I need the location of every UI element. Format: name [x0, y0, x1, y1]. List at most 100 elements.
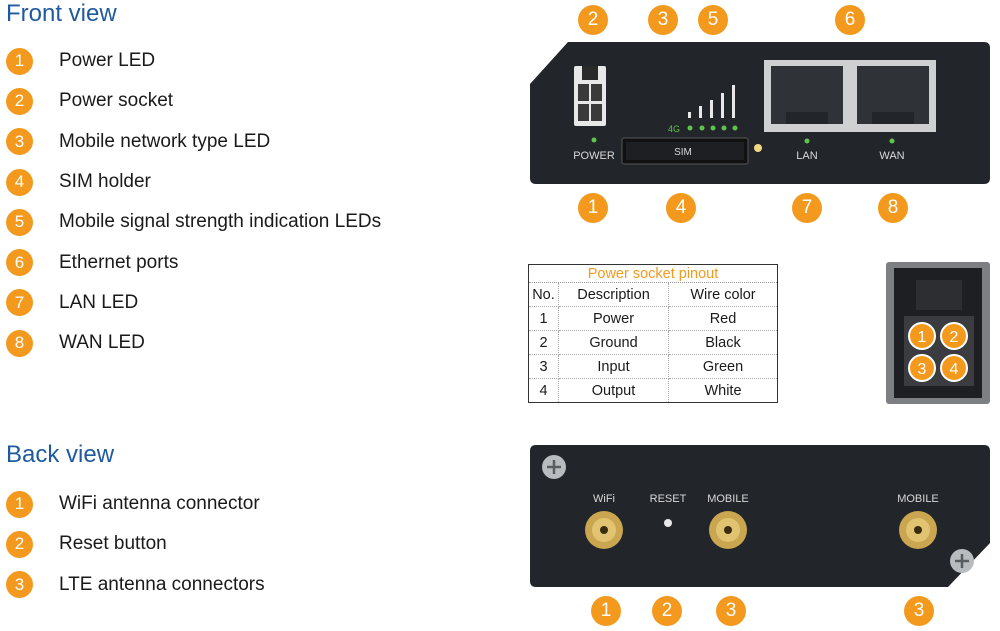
callout-wan-led: 8	[878, 193, 908, 223]
wifi-label: WiFi	[593, 493, 615, 505]
lan-label: LAN	[796, 150, 817, 162]
ethernet-port-lan	[764, 60, 850, 132]
col-header-no: No.	[528, 282, 559, 307]
table-row: 2 Ground Black	[528, 330, 778, 355]
number-badge: 5	[6, 208, 33, 236]
legend-item: 7 LAN LED	[6, 283, 381, 323]
socket-pin-1: 1	[908, 322, 936, 350]
socket-pin-2-number: 2	[950, 329, 959, 346]
number-badge: 8	[6, 329, 33, 357]
legend-label: WiFi antenna connector	[59, 493, 260, 515]
reset-button[interactable]	[664, 519, 672, 527]
socket-pin-4: 4	[940, 354, 968, 382]
reset-label: RESET	[650, 493, 687, 505]
cell-description: Output	[558, 378, 669, 403]
power-led	[591, 137, 597, 143]
callout-lte-connector-2: 3	[904, 596, 934, 626]
callout-signal-leds: 5	[698, 5, 728, 35]
legend-label: Reset button	[59, 533, 167, 555]
power-label: POWER	[573, 150, 615, 162]
socket-pin-1-number: 1	[918, 329, 927, 346]
pinout-table-title: Power socket pinout	[528, 264, 778, 283]
back-panel-image: WiFi RESET MOBILE MOBILE	[530, 445, 990, 587]
table-row: 4 Output White	[528, 378, 778, 403]
socket-pin-3-number: 3	[918, 361, 927, 378]
cell-description: Ground	[558, 330, 669, 355]
back-panel-body	[530, 445, 990, 587]
cell-wire-color: Green	[668, 354, 778, 379]
front-panel-image: POWER SIM 4G LAN WAN	[530, 42, 990, 184]
number-badge: 7	[6, 289, 33, 317]
legend-item: 5 Mobile signal strength indication LEDs	[6, 202, 381, 242]
wan-label: WAN	[879, 150, 904, 162]
callout-power-socket: 2	[578, 5, 608, 35]
mobile-label-2: MOBILE	[897, 493, 939, 505]
power-socket	[574, 66, 606, 126]
screw-icon	[950, 549, 974, 573]
screw-icon	[542, 455, 566, 479]
back-view-title: Back view	[6, 441, 115, 468]
legend-label: LTE antenna connectors	[59, 573, 265, 595]
signal-strength-leds	[699, 125, 738, 131]
legend-item: 1 WiFi antenna connector	[6, 484, 265, 524]
cell-no: 4	[528, 378, 559, 403]
sim-holder	[621, 137, 749, 165]
legend-label: Power socket	[59, 90, 174, 112]
number-badge: 1	[6, 490, 33, 518]
number-badge: 1	[6, 47, 33, 75]
cell-wire-color: White	[704, 382, 742, 399]
table-row: 1 Power Red	[528, 306, 778, 331]
ethernet-port-wan	[850, 60, 936, 132]
cell-no: 2	[528, 330, 559, 355]
legend-label: Ethernet ports	[59, 251, 179, 273]
network-type-label: 4G	[668, 124, 680, 134]
power-socket-closeup: 1 2 3 4	[886, 262, 990, 404]
wan-led	[889, 138, 895, 144]
callout-reset-button: 2	[652, 596, 682, 626]
legend-item: 3 Mobile network type LED	[6, 122, 381, 162]
legend-item: 2 Power socket	[6, 81, 381, 121]
cell-description: Power	[558, 306, 669, 331]
legend-label: LAN LED	[59, 291, 139, 313]
cell-wire-color: Red	[668, 306, 778, 331]
signal-bars-icon	[688, 85, 735, 118]
sim-label: SIM	[674, 147, 692, 158]
callout-lte-connector-1: 3	[716, 596, 746, 626]
number-badge: 4	[6, 168, 33, 196]
cell-no: 1	[528, 306, 559, 331]
cell-wire-color: Black	[668, 330, 778, 355]
number-badge: 2	[6, 87, 33, 115]
legend-item: 1 Power LED	[6, 41, 381, 81]
table-row: 3 Input Green	[528, 354, 778, 379]
legend-item: 2 Reset button	[6, 524, 265, 564]
callout-wifi-connector: 1	[591, 596, 621, 626]
front-legend: 1 Power LED 2 Power socket 3 Mobile network…	[6, 41, 381, 363]
legend-label: Power LED	[59, 50, 156, 72]
network-type-led	[687, 125, 693, 131]
legend-item: 3 LTE antenna connectors	[6, 565, 265, 605]
sim-status-led	[754, 144, 762, 152]
number-badge: 3	[6, 128, 33, 156]
socket-pin-2: 2	[940, 322, 968, 350]
callout-ethernet-ports: 6	[835, 5, 865, 35]
lte-antenna-connector-2	[899, 511, 937, 549]
cell-description: Input	[558, 354, 669, 379]
callout-power-led: 1	[578, 193, 608, 223]
legend-label: Mobile network type LED	[59, 130, 271, 152]
callout-network-led: 3	[648, 5, 678, 35]
number-badge: 2	[6, 530, 33, 558]
back-legend: 1 WiFi antenna connector 2 Reset button 3 L…	[6, 484, 265, 605]
lte-antenna-connector-1	[709, 511, 747, 549]
socket-pin-4-number: 4	[950, 361, 959, 378]
number-badge: 3	[6, 571, 33, 599]
cell-no: 3	[528, 354, 559, 379]
mobile-label-1: MOBILE	[707, 493, 749, 505]
front-view-title: Front view	[6, 0, 117, 27]
socket-pin-3: 3	[908, 354, 936, 382]
col-header-description: Description	[558, 282, 669, 307]
wifi-antenna-connector	[585, 511, 623, 549]
callout-lan-led: 7	[792, 193, 822, 223]
legend-label: Mobile signal strength indication LEDs	[59, 211, 382, 233]
